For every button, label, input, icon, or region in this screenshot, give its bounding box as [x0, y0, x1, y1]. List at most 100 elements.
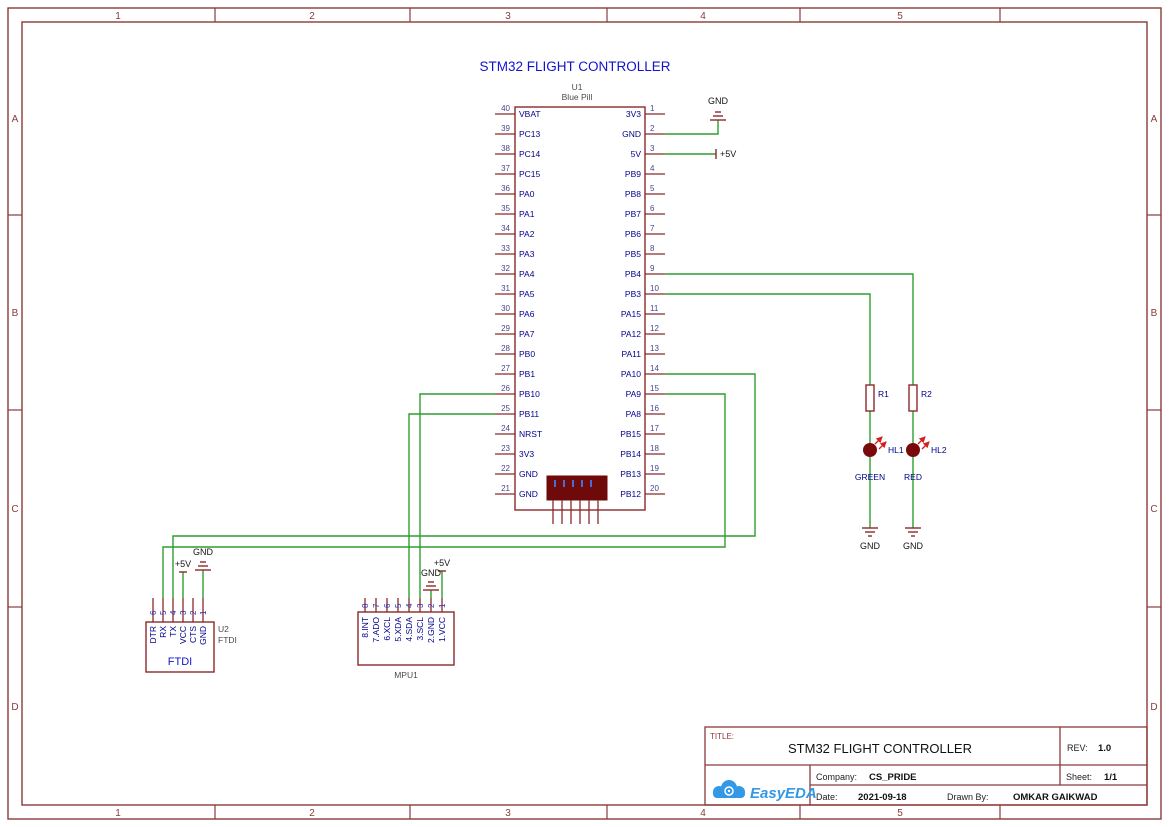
- frame-col-5-top: 5: [897, 11, 903, 22]
- frame-col-5-bottom: 5: [897, 808, 903, 819]
- sheet-label: Sheet:: [1066, 772, 1092, 782]
- gnd-flag-hl1[interactable]: GND: [860, 527, 881, 551]
- gnd-flag-hl2[interactable]: GND: [903, 527, 924, 551]
- frame-col-4-bottom: 4: [700, 808, 706, 819]
- u1-left-pin-18-name: GND: [519, 469, 538, 479]
- frame-row-c-left: C: [11, 504, 18, 515]
- u1-value: Blue Pill: [562, 92, 593, 102]
- u1-right-pin-12-num: 13: [650, 344, 659, 353]
- wire-pb10-mpu-scl[interactable]: [419, 393, 495, 598]
- wires[interactable]: [162, 120, 914, 598]
- u1-left-pin-0-name: VBAT: [519, 109, 541, 119]
- sheet-frame: 1 2 3 4 5 1 2 3 4 5 A B C D A B C D: [7, 7, 1162, 820]
- u1-left-pin-17-name: 3V3: [519, 449, 534, 459]
- usb-pin-mark: [581, 480, 583, 487]
- frame-outer: [7, 7, 1162, 820]
- wire-pb11-mpu-sda[interactable]: [408, 413, 495, 598]
- wire-pa10-ftdi-tx[interactable]: [172, 373, 756, 598]
- u2-ref: U2: [218, 624, 229, 634]
- v5-label: +5V: [720, 149, 736, 159]
- mpu-pin-6-num: 2: [427, 603, 436, 608]
- frame-col-1-bottom: 1: [115, 808, 121, 819]
- u2-value: FTDI: [218, 635, 237, 645]
- date-label: Date:: [816, 792, 838, 802]
- ftdi-pin-2-name: TX: [168, 626, 178, 637]
- ftdi-pin-3-num: 3: [179, 610, 188, 615]
- u1-right-pin-14-name: PA9: [626, 389, 642, 399]
- u1-left-pin-15-num: 25: [501, 404, 510, 413]
- gnd-label: GND: [708, 96, 729, 106]
- u1-right-pin-9-name: PB3: [625, 289, 641, 299]
- ftdi-pin-4-name: CTS: [188, 626, 198, 643]
- v5-flag-u1[interactable]: +5V: [715, 149, 736, 159]
- u1-right-pin-11-name: PA12: [621, 329, 641, 339]
- u1-right-pin-8-num: 9: [650, 264, 655, 273]
- u1-left-pin-1-name: PC13: [519, 129, 541, 139]
- u1-blue-pill[interactable]: U1 Blue Pill 40VBAT39PC1338PC1437PC1536P…: [495, 82, 665, 524]
- v5-flag-mpu[interactable]: +5V: [434, 558, 450, 572]
- ftdi-pin-1-name: RX: [158, 626, 168, 638]
- mpu1-body[interactable]: [357, 611, 455, 666]
- gnd-flag-mpu[interactable]: GND: [421, 568, 442, 591]
- u2-body[interactable]: [145, 621, 215, 673]
- u1-right-pin-9-num: 10: [650, 284, 659, 293]
- drawn-by-label: Drawn By:: [947, 792, 989, 802]
- u1-left-pin-2-name: PC14: [519, 149, 541, 159]
- gnd-flag-top[interactable]: GND: [708, 96, 729, 121]
- mpu-pin-0-num: 8: [361, 603, 370, 608]
- u1-right-pin-16-name: PB15: [620, 429, 641, 439]
- r1-body[interactable]: [865, 384, 875, 412]
- v5-flag-ftdi[interactable]: +5V: [175, 559, 191, 573]
- mpu-pin-2-num: 6: [383, 603, 392, 608]
- u1-right-pin-5-num: 6: [650, 204, 655, 213]
- frame-col-3-bottom: 3: [505, 808, 511, 819]
- led-arrow-icon: [917, 436, 926, 445]
- r2-ref: R2: [921, 389, 932, 399]
- wire-pb3-r1[interactable]: [665, 293, 871, 385]
- u1-left-pin-17-num: 23: [501, 444, 510, 453]
- mpu1[interactable]: 88.INT77.ADO66.XCL55.XDA44.SDA33.SCL22.G…: [357, 598, 455, 680]
- u1-left-pin-12-name: PB0: [519, 349, 535, 359]
- u1-left-pin-4-num: 36: [501, 184, 510, 193]
- r2-resistor[interactable]: R2: [908, 384, 932, 412]
- gnd-flag-ftdi[interactable]: GND: [193, 547, 214, 571]
- frame-col-2-top: 2: [309, 11, 315, 22]
- frame-row-b-left: B: [12, 308, 19, 319]
- led-arrow-icon: [878, 441, 887, 450]
- ftdi-pin-0-name: DTR: [148, 626, 158, 643]
- mpu-pin-7-name: 1.VCC: [437, 617, 447, 642]
- wire-pb4-r2[interactable]: [665, 273, 914, 385]
- hl1-led[interactable]: HL1 GREEN: [855, 436, 904, 482]
- u1-usb-connector[interactable]: [546, 475, 608, 501]
- mpu-pin-5-name: 3.SCL: [415, 617, 425, 641]
- sheet-value: 1/1: [1104, 772, 1118, 783]
- u1-right-pin-11-num: 12: [650, 324, 659, 333]
- u1-right-pin-10-num: 11: [650, 304, 659, 313]
- u1-left-pin-7-name: PA3: [519, 249, 535, 259]
- frame-inner: [21, 21, 1148, 806]
- hl2-led[interactable]: HL2 RED: [904, 436, 947, 482]
- wire-gnd-top[interactable]: [665, 120, 719, 135]
- r2-body[interactable]: [908, 384, 918, 412]
- mpu-pin-2-name: 6.XCL: [382, 617, 392, 641]
- wire-pa9-ftdi-rx[interactable]: [162, 393, 726, 598]
- u1-right-pin-3-num: 4: [650, 164, 655, 173]
- hl1-body[interactable]: [863, 443, 877, 457]
- u1-right-pin-19-name: PB12: [620, 489, 641, 499]
- r1-resistor[interactable]: R1: [865, 384, 889, 412]
- u1-left-pin-16-name: NRST: [519, 429, 542, 439]
- u1-left-pin-18-num: 22: [501, 464, 510, 473]
- v5-label: +5V: [434, 558, 450, 568]
- u1-left-pin-10-num: 30: [501, 304, 510, 313]
- u1-left-pin-15-name: PB11: [519, 409, 539, 419]
- hl2-body[interactable]: [906, 443, 920, 457]
- u1-left-pin-8-name: PA4: [519, 269, 535, 279]
- u1-right-pin-15-num: 16: [650, 404, 659, 413]
- u1-right-pin-18-num: 19: [650, 464, 659, 473]
- mpu-pin-7-num: 1: [438, 603, 447, 608]
- u1-left-pin-10-name: PA6: [519, 309, 535, 319]
